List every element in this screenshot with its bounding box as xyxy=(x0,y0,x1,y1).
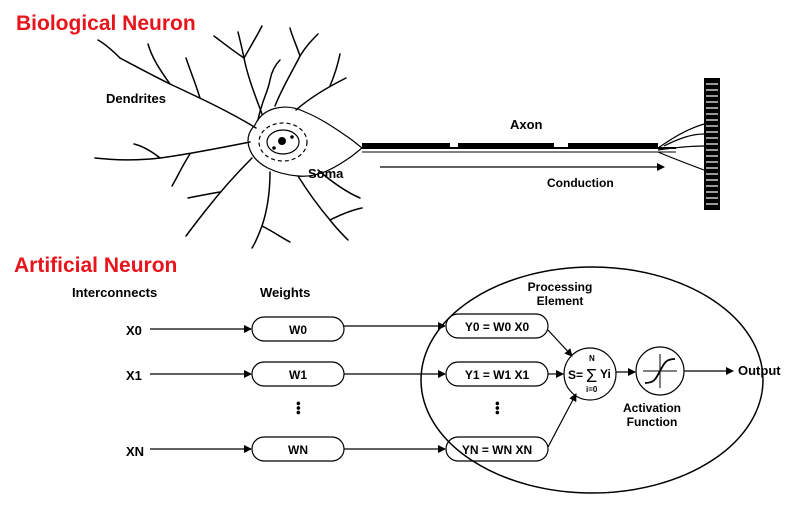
weight-w0: W0 xyxy=(289,323,307,337)
product-y1: Y1 = W1 X1 xyxy=(465,368,530,382)
weight-box-0 xyxy=(251,316,345,342)
product-box-n xyxy=(445,436,549,462)
product-y0: Y0 = W0 X0 xyxy=(465,320,530,334)
artificial-neuron-drawing: Interconnects Weights Processing Element… xyxy=(72,266,781,494)
axon-label: Axon xyxy=(510,117,543,132)
sum-lhs: S= xyxy=(568,368,583,382)
soma-label: Soma xyxy=(308,166,344,181)
artificial-neuron-title: Artificial Neuron xyxy=(14,254,178,277)
weights-header: Weights xyxy=(260,285,310,300)
input-xn: XN xyxy=(126,444,144,459)
processing-element-boundary xyxy=(420,266,764,494)
weights-ellipsis: ••• xyxy=(291,401,306,415)
dendrites-label: Dendrites xyxy=(106,91,166,106)
soma-shape xyxy=(247,106,363,177)
output-label: Output xyxy=(738,363,781,378)
function-label: Function xyxy=(627,415,678,429)
conduction-label: Conduction xyxy=(547,176,614,190)
processing-header: Processing xyxy=(528,280,593,294)
interconnects-header: Interconnects xyxy=(72,285,157,300)
products-ellipsis: ••• xyxy=(490,401,505,415)
sum-term: Yi xyxy=(600,367,611,381)
product-arrow-0 xyxy=(547,329,573,357)
synapse-terminal xyxy=(704,78,720,210)
product-yn: YN = WN XN xyxy=(462,443,532,457)
product-box-0 xyxy=(445,313,549,339)
activation-label: Activation xyxy=(623,401,681,415)
sum-upper-limit: N xyxy=(589,354,595,363)
biological-neuron-drawing: Dendrites Soma Axon Conduction xyxy=(94,25,720,249)
dendrites-shape xyxy=(94,25,363,249)
input-x0: X0 xyxy=(126,323,142,338)
sum-sigma: Σ xyxy=(586,366,597,386)
activation-curve-icon xyxy=(643,354,677,388)
weight-w1: W1 xyxy=(289,368,307,382)
biological-neuron-title: Biological Neuron xyxy=(16,12,196,35)
product-arrow-n xyxy=(547,393,577,448)
input-x1: X1 xyxy=(126,368,142,383)
sum-lower-limit: i=0 xyxy=(586,385,598,394)
weight-wn: WN xyxy=(288,443,308,457)
axon-shape xyxy=(362,123,705,171)
element-header: Element xyxy=(537,294,584,308)
summation-node xyxy=(563,347,617,401)
